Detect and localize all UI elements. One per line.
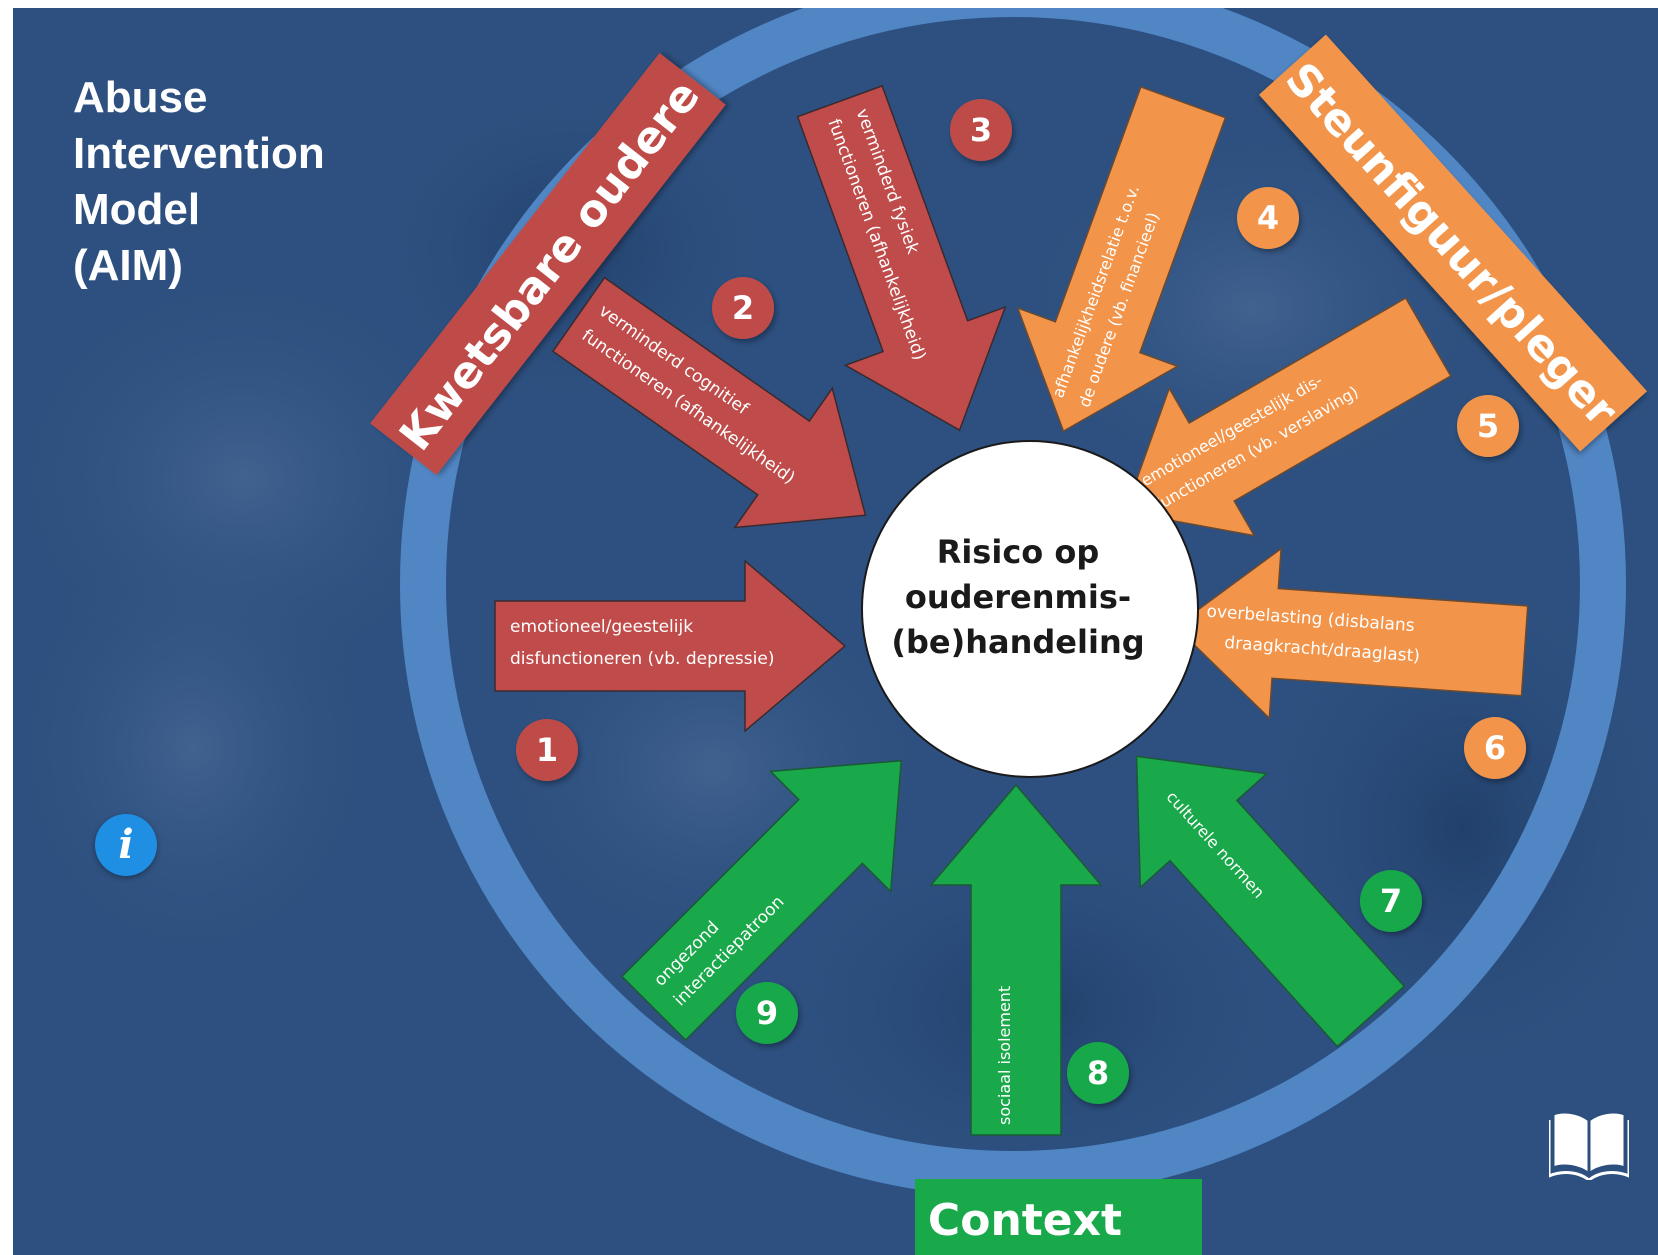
center-text: ouderenmis- xyxy=(905,578,1131,616)
banner-text: Context xyxy=(928,1195,1122,1246)
factor-arrow-4[interactable]: afhankelijkheidsrelatie t.o.v. de oudere… xyxy=(984,73,1263,460)
badge-number: 3 xyxy=(970,111,992,149)
number-badge-4[interactable]: 4 xyxy=(1237,187,1299,249)
slide-title: Abuse Intervention Model (AIM) xyxy=(73,70,413,294)
outer-ring xyxy=(400,8,1626,1197)
number-badge-7[interactable]: 7 xyxy=(1360,870,1422,932)
number-badge-9[interactable]: 9 xyxy=(736,982,798,1044)
badge-number: 5 xyxy=(1477,407,1499,445)
factor-text: emotioneel/geestelijk xyxy=(510,617,693,637)
number-badge-3[interactable]: 3 xyxy=(950,99,1012,161)
info-icon[interactable]: i xyxy=(95,814,157,876)
book-icon[interactable] xyxy=(1549,1106,1629,1180)
slide: Abuse Intervention Model (AIM) emotionee… xyxy=(13,8,1658,1255)
badge-number: 9 xyxy=(756,994,778,1032)
factor-arrow-1[interactable]: emotioneel/geestelijk disfunctioneren (v… xyxy=(494,559,847,733)
badge-number: 8 xyxy=(1087,1054,1109,1092)
number-badge-6[interactable]: 6 xyxy=(1464,717,1526,779)
title-line: (AIM) xyxy=(73,241,183,290)
factor-text: disfunctioneren (vb. depressie) xyxy=(510,649,774,669)
badge-number: 1 xyxy=(536,731,558,769)
factor-text: sociaal isolement xyxy=(995,986,1014,1125)
title-line: Intervention xyxy=(73,129,325,178)
center-text: Risico op xyxy=(937,533,1100,571)
badge-number: 4 xyxy=(1257,199,1279,237)
factor-arrow-6[interactable]: overbelasting (disbalans draagkracht/dra… xyxy=(1170,542,1531,736)
center-text: (be)handeling xyxy=(891,623,1144,661)
title-line: Model xyxy=(73,185,201,234)
center-risk-circle[interactable]: Risico op ouderenmis- (be)handeling xyxy=(861,440,1199,778)
number-badge-8[interactable]: 8 xyxy=(1067,1042,1129,1104)
badge-number: 7 xyxy=(1380,882,1402,920)
banner-context: Context xyxy=(915,1179,1202,1255)
number-badge-5[interactable]: 5 xyxy=(1457,395,1519,457)
number-badge-2[interactable]: 2 xyxy=(712,277,774,339)
aim-diagram: emotioneel/geestelijk disfunctioneren (v… xyxy=(370,8,1648,1255)
badge-number: 6 xyxy=(1484,729,1506,767)
badge-number: 2 xyxy=(732,289,754,327)
factor-arrow-8[interactable]: sociaal isolement xyxy=(929,783,1103,1136)
number-badge-1[interactable]: 1 xyxy=(516,719,578,781)
title-line: Abuse xyxy=(73,73,208,122)
